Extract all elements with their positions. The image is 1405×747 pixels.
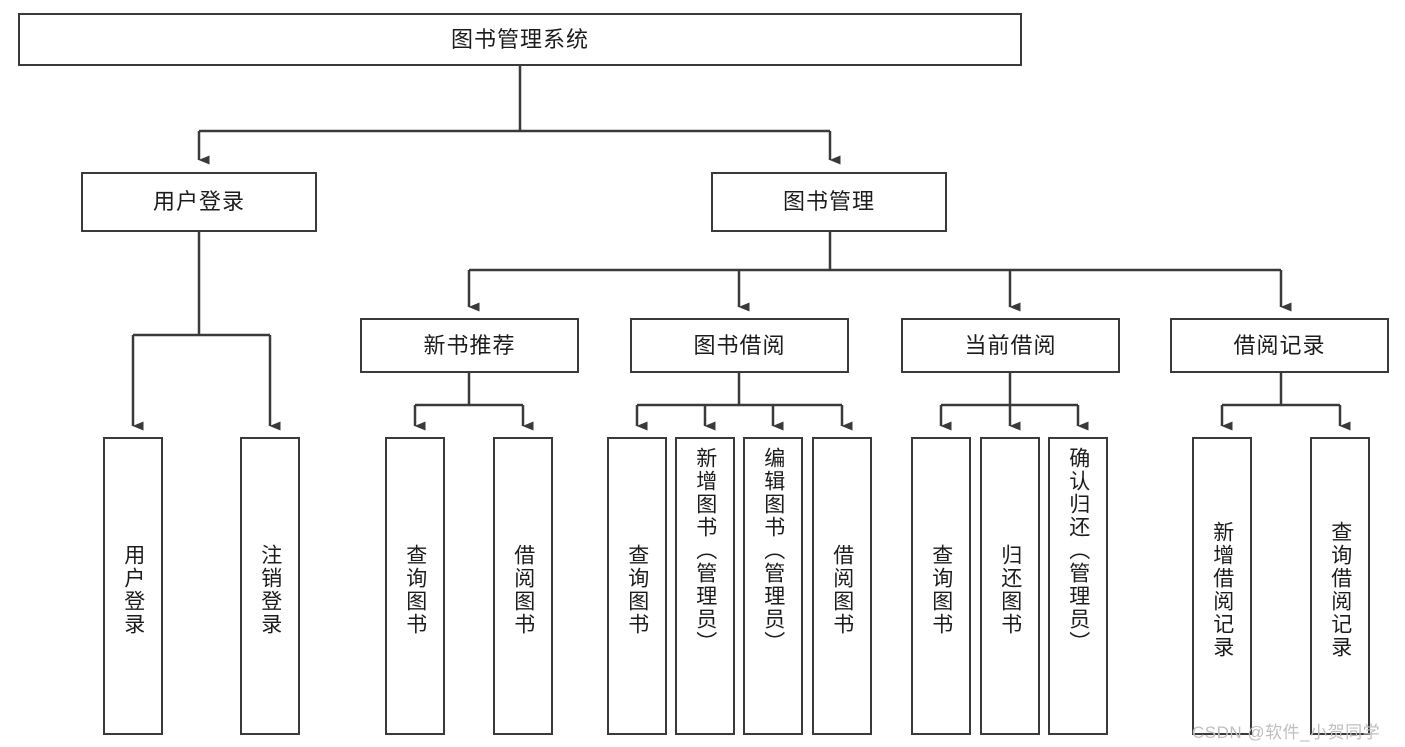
leaf-query-borrow-record[interactable]: 查询借阅记录 [1310,437,1370,735]
leaf-query-borrow-record-label: 查询借阅记录 [1328,521,1352,659]
node-current-borrow[interactable]: 当前借阅 [901,318,1120,373]
leaf-return-book-label: 归还图书 [998,544,1022,636]
node-new-book-recommend[interactable]: 新书推荐 [360,318,579,373]
leaf-query-book-recommend[interactable]: 查询图书 [385,437,445,735]
leaf-query-book-borrow[interactable]: 查询图书 [607,437,667,735]
leaf-user-login-label: 用户登录 [121,544,145,636]
node-user-login-label: 用户登录 [152,189,245,215]
leaf-query-book-borrow-label: 查询图书 [625,544,649,636]
leaf-add-book-admin-label: 新增图书（管理员） [693,447,717,654]
leaf-borrow-book-recommend-label: 借阅图书 [511,544,535,636]
csdn-watermark: CSDN @软件_小贺同学 [1192,723,1381,742]
node-new-book-recommend-label: 新书推荐 [423,332,516,358]
leaf-query-book-recommend-label: 查询图书 [403,544,427,636]
node-book-management[interactable]: 图书管理 [711,172,947,232]
node-book-borrow-label: 图书借阅 [693,332,786,358]
leaf-borrow-book-recommend[interactable]: 借阅图书 [493,437,553,735]
leaf-confirm-return-admin-label: 确认归还（管理员） [1066,447,1090,654]
node-borrow-record[interactable]: 借阅记录 [1170,318,1389,373]
leaf-confirm-return-admin[interactable]: 确认归还（管理员） [1048,437,1108,735]
leaf-user-login[interactable]: 用户登录 [103,437,163,735]
leaf-borrow-book[interactable]: 借阅图书 [812,437,872,735]
leaf-logout[interactable]: 注销登录 [240,437,300,735]
node-root-system[interactable]: 图书管理系统 [18,13,1022,66]
node-root-label: 图书管理系统 [450,26,589,52]
node-book-borrow[interactable]: 图书借阅 [630,318,849,373]
leaf-add-borrow-record-label: 新增借阅记录 [1210,521,1234,659]
leaf-borrow-book-label: 借阅图书 [830,544,854,636]
leaf-logout-label: 注销登录 [258,544,282,636]
leaf-add-borrow-record[interactable]: 新增借阅记录 [1192,437,1252,735]
node-borrow-record-label: 借阅记录 [1233,332,1326,358]
leaf-query-book-current[interactable]: 查询图书 [911,437,971,735]
leaf-return-book[interactable]: 归还图书 [980,437,1040,735]
node-user-login[interactable]: 用户登录 [81,172,317,232]
node-current-borrow-label: 当前借阅 [964,332,1057,358]
leaf-query-book-current-label: 查询图书 [929,544,953,636]
node-book-management-label: 图书管理 [782,189,875,215]
leaf-edit-book-admin[interactable]: 编辑图书（管理员） [743,437,803,735]
leaf-add-book-admin[interactable]: 新增图书（管理员） [675,437,735,735]
leaf-edit-book-admin-label: 编辑图书（管理员） [761,447,785,654]
